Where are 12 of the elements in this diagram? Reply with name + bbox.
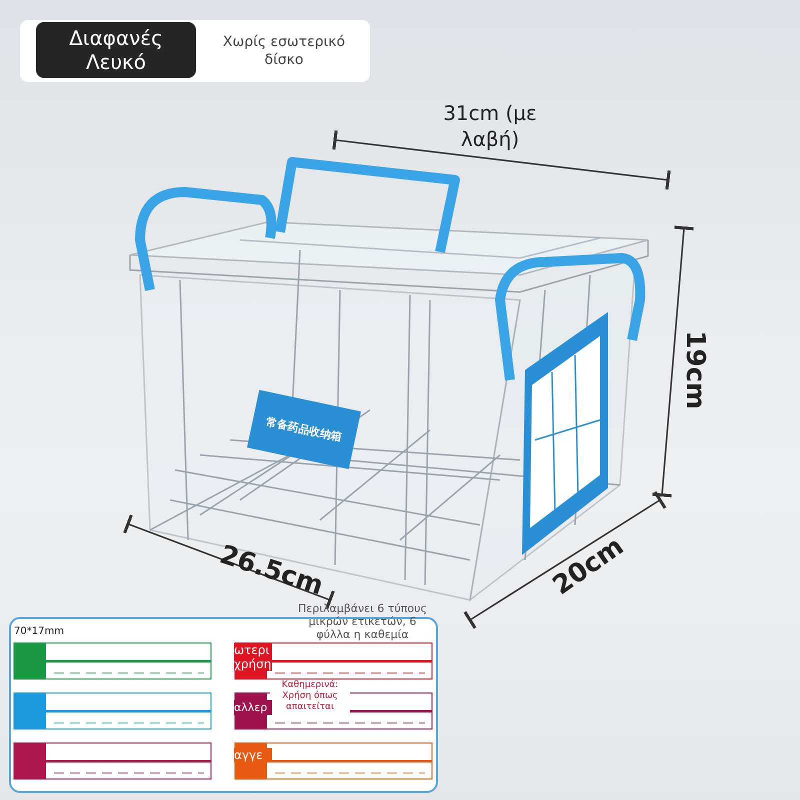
- sticker-text: ωτερι: [234, 643, 272, 657]
- sticker-text: χρήση: [234, 657, 272, 671]
- size-label: 70*17mm: [14, 626, 65, 637]
- product-label: 常备药品收纳箱: [247, 390, 361, 470]
- note-text: Περιλαμβάνει 6 τύπους μικρών ετικετών, 6 φύλλα η καθεμία: [297, 602, 428, 641]
- sticker-text: Καθημερινά: Χρήση όπως απαιτείται: [270, 680, 350, 713]
- sticker-text: αλλερ: [234, 700, 272, 715]
- option-tag: Διαφανές Λευκό: [36, 22, 196, 78]
- dimension-label: 19cm: [680, 330, 710, 412]
- option-text: Χωρίς εσωτερικό δίσκο: [214, 20, 354, 82]
- sticker-text: αγγε: [234, 748, 272, 762]
- dimension-label: 31cm (με λαβή): [442, 100, 538, 152]
